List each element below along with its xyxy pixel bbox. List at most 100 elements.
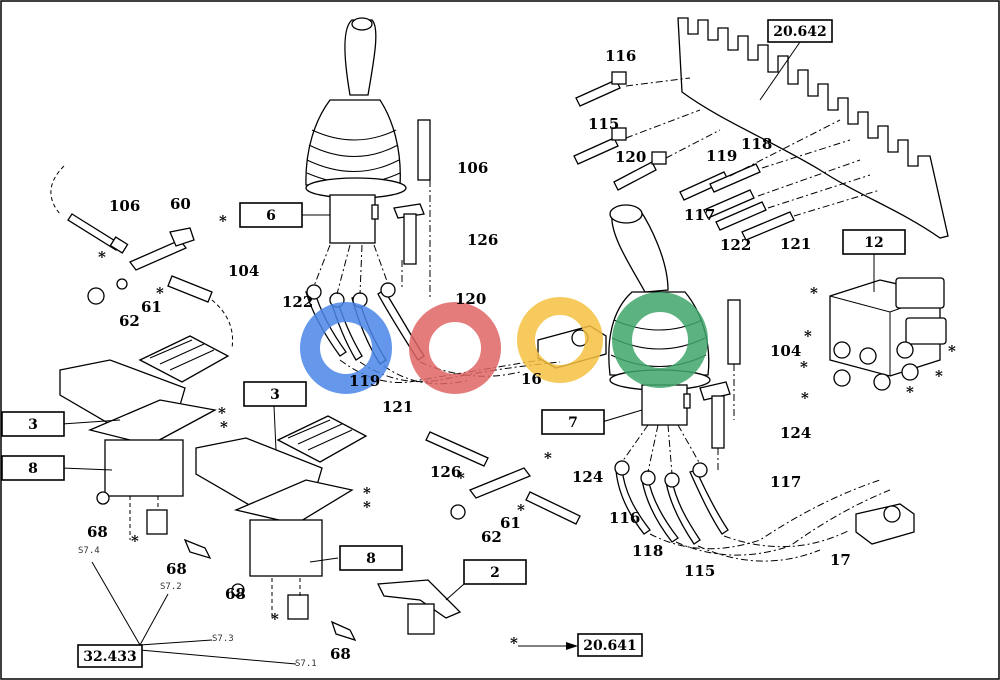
reference-box [339, 545, 403, 571]
part-number-label: 119 [349, 372, 380, 390]
reference-text: 20.642 [773, 24, 827, 40]
boxed-reference: 8 [339, 545, 403, 571]
part-number-label: 118 [741, 135, 772, 153]
reference-text: 3 [270, 387, 280, 403]
boxed-reference: 3 [1, 411, 65, 437]
reference-box [239, 202, 303, 228]
asterisk-marker: * [219, 212, 227, 230]
reference-text: 32.433 [83, 649, 137, 665]
asterisk-marker: * [801, 389, 809, 407]
part-number-label: 120 [615, 148, 646, 166]
asterisk-marker: * [804, 327, 812, 345]
part-number-label: 60 [170, 195, 191, 213]
part-number-label: 62 [119, 312, 140, 330]
asterisk-marker: * [220, 418, 228, 436]
boxed-reference: 12 [842, 229, 906, 255]
asterisk-marker: * [131, 532, 139, 550]
reference-text: 12 [864, 235, 883, 251]
part-number-label: 126 [467, 231, 498, 249]
watermark-c2 [612, 292, 708, 388]
part-number-label: 122 [720, 236, 751, 254]
sensor-code-labels: S7.4S7.2S7.3S7.1 [78, 546, 317, 669]
boxed-reference: 6 [239, 202, 303, 228]
sensor-code-label: S7.3 [212, 634, 234, 644]
reference-box [77, 644, 143, 668]
reference-box [767, 19, 833, 43]
part-number-label: 61 [500, 514, 521, 532]
connection-lines [129, 77, 891, 620]
asterisk-marker: * [363, 484, 371, 502]
sensor-code-label: S7.4 [78, 546, 100, 556]
reference-text: 8 [28, 461, 38, 477]
part-number-label: 116 [605, 47, 636, 65]
part-number-label: 119 [706, 147, 737, 165]
part-number-label: 16 [521, 370, 542, 388]
reference-box [577, 633, 643, 657]
asterisk-marker: * [517, 501, 525, 519]
asterisk-marker: * [810, 284, 818, 302]
reference-text: 6 [266, 208, 276, 224]
tag-strip-drawing [677, 17, 949, 239]
asterisk-marker: * [935, 367, 943, 385]
reference-box [541, 409, 605, 435]
part-number-label: 68 [87, 523, 108, 541]
hose-fittings-drawing [50, 71, 795, 545]
reference-text: 7 [568, 415, 578, 431]
reference-text: 2 [490, 565, 500, 581]
asterisk-marker: * [800, 358, 808, 376]
part-number-label: 62 [481, 528, 502, 546]
joystick-6-drawing [305, 17, 407, 244]
part-number-label: 116 [609, 509, 640, 527]
part-number-label: 124 [572, 468, 603, 486]
boxed-reference: 2 [463, 559, 527, 585]
asterisk-marker: * [544, 449, 552, 467]
boxed-reference: 32.433 [77, 644, 143, 668]
part-number-label: 118 [632, 542, 663, 560]
part-number-label: 17 [830, 551, 851, 569]
boxed-reference: 8 [1, 455, 65, 481]
asterisk-marker: * [457, 469, 465, 487]
reference-box [842, 229, 906, 255]
part-number-label: 120 [455, 290, 486, 308]
boxed-reference: 7 [541, 409, 605, 435]
reference-text: 20.641 [583, 638, 637, 654]
part-number-label: 68 [225, 585, 246, 603]
part-number-label: 115 [588, 115, 619, 133]
part-number-label: 104 [770, 342, 801, 360]
part-number-label: 122 [282, 293, 313, 311]
part-17-drawing [855, 503, 915, 545]
boxed-reference-labels: 20.642 6 12 3 3 8 7 8 2 32.433 20.641 [1, 19, 906, 668]
part-number-label: 61 [141, 298, 162, 316]
part-number-label: 124 [780, 424, 811, 442]
reference-text: 3 [28, 417, 38, 433]
part-number-label: 115 [684, 562, 715, 580]
reference-box [463, 559, 527, 585]
valve-block-12-drawing [829, 277, 947, 391]
pedal-left-drawing [59, 335, 230, 560]
part-number-label: 68 [166, 560, 187, 578]
reference-box [243, 381, 307, 407]
reference-box [1, 455, 65, 481]
part-2-drawing [376, 579, 462, 635]
reference-box [1, 411, 65, 437]
boxed-reference: 3 [243, 381, 307, 407]
reference-text: 8 [366, 551, 376, 567]
sensor-code-label: S7.2 [160, 582, 182, 592]
asterisk-marker: * [906, 383, 914, 401]
boxed-reference: 20.642 [767, 19, 833, 43]
asterisk-marker: * [948, 342, 956, 360]
cgsc-watermark [300, 292, 708, 394]
watermark-g [409, 302, 501, 394]
asterisk-marker: * [218, 404, 226, 422]
boxed-reference: 20.641 [577, 633, 643, 657]
part-number-label: 68 [330, 645, 351, 663]
asterisk-marker: * [363, 498, 371, 516]
part-number-label: 104 [228, 262, 259, 280]
part-number-label: 106 [457, 159, 488, 177]
asterisk-marker: * [98, 248, 106, 266]
part-number-label: 121 [780, 235, 811, 253]
